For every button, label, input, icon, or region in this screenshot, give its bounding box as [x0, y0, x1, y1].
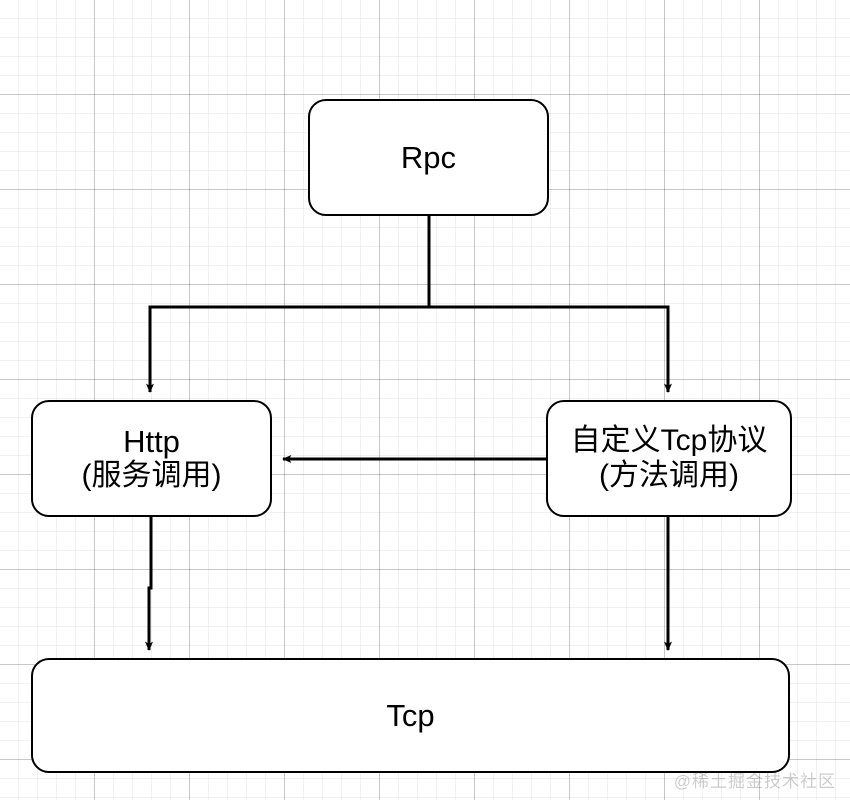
- node-http-sublabel: (服务调用): [81, 459, 222, 493]
- node-tcp-label: Tcp: [386, 697, 435, 733]
- node-rpc[interactable]: Rpc: [308, 99, 549, 216]
- node-custom-tcp-label: 自定义Tcp协议: [570, 424, 768, 458]
- node-tcp[interactable]: Tcp: [31, 658, 790, 773]
- node-http[interactable]: Http (服务调用): [31, 400, 272, 517]
- watermark: @稀土掘金技术社区: [673, 772, 836, 791]
- node-custom-tcp[interactable]: 自定义Tcp协议 (方法调用): [546, 400, 792, 517]
- node-custom-tcp-sublabel: (方法调用): [599, 458, 739, 492]
- edge-http-to-tcp: [145, 517, 153, 652]
- edge-rpc-to-custom-tcp: [427, 216, 672, 394]
- edge-rpc-to-http: [146, 216, 431, 394]
- node-rpc-label: Rpc: [400, 139, 457, 175]
- node-http-label: Http: [123, 423, 180, 459]
